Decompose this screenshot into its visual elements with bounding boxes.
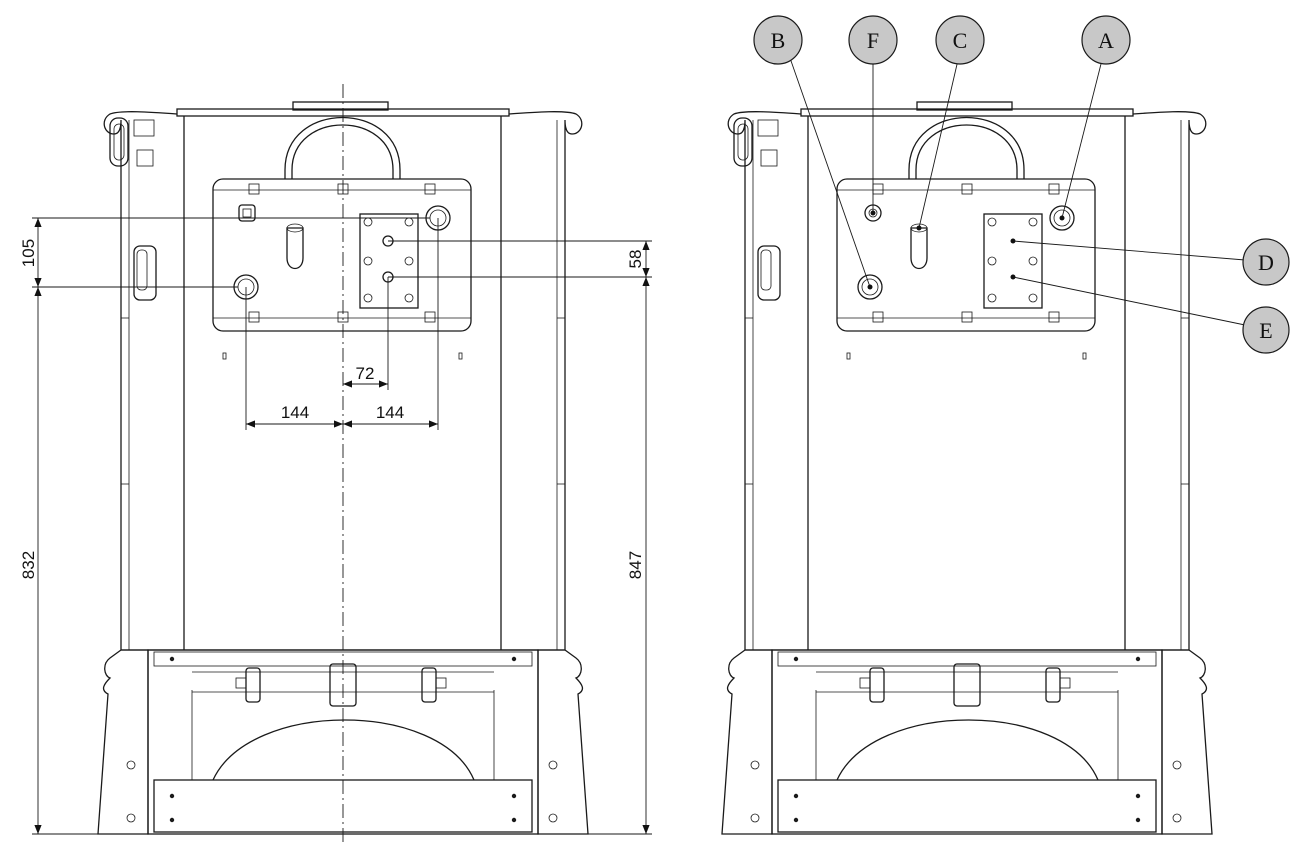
callout-label-B: B xyxy=(771,28,786,53)
callout-A: A xyxy=(1081,15,1131,65)
dim-847: 847 xyxy=(626,551,645,579)
callout-F: F xyxy=(848,15,898,65)
callout-label-D: D xyxy=(1258,250,1274,275)
left-stove-view: 105 832 58 847 72 144 144 xyxy=(19,84,652,846)
right-stove-view: B F C A D E xyxy=(721,15,1290,835)
callout-B: B xyxy=(753,15,803,65)
callout-E: E xyxy=(1242,306,1290,354)
callout-label-E: E xyxy=(1259,318,1272,343)
callout-C: C xyxy=(935,15,985,65)
callout-label-A: A xyxy=(1098,28,1114,53)
callout-D: D xyxy=(1242,238,1290,286)
callout-label-C: C xyxy=(953,28,968,53)
callout-leaders xyxy=(789,57,1246,326)
callout-label-F: F xyxy=(867,28,879,53)
dim-832: 832 xyxy=(19,551,38,579)
dim-144-right: 144 xyxy=(376,403,404,422)
dim-144-left: 144 xyxy=(281,403,309,422)
dim-58: 58 xyxy=(626,250,645,269)
dimension-lines xyxy=(32,217,652,835)
dim-105: 105 xyxy=(19,239,38,267)
dim-72: 72 xyxy=(356,364,375,383)
